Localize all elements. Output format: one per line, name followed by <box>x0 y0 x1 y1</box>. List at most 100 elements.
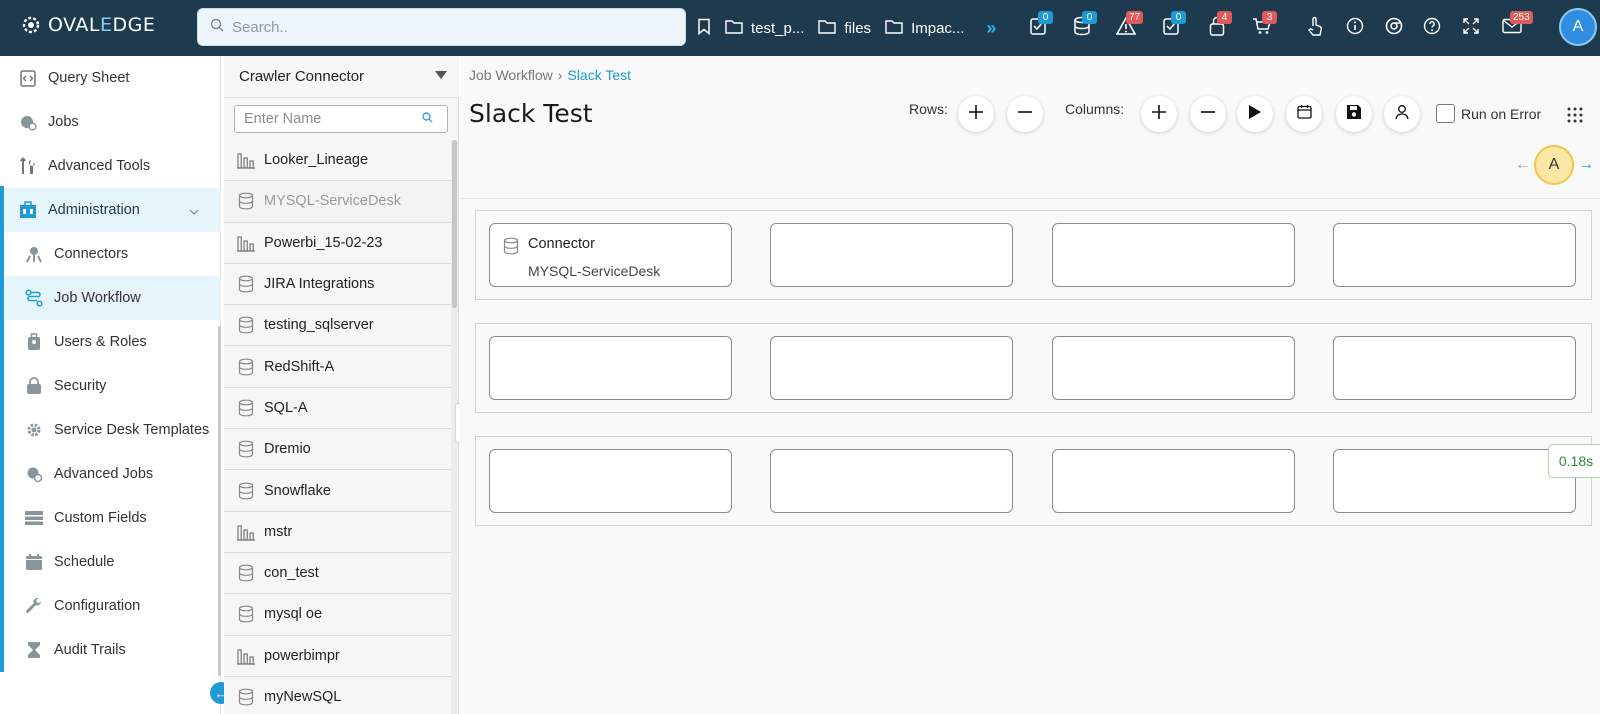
logo-icon <box>20 14 42 36</box>
workflow-cell[interactable]: Connector MYSQL-ServiceDesk <box>489 223 732 287</box>
database-icon <box>236 315 256 335</box>
connector-list-item[interactable]: Dremio <box>224 429 452 471</box>
calendar-icon <box>24 552 44 572</box>
scrollbar-thumb[interactable] <box>452 140 457 308</box>
sidebar-item-security[interactable]: Security <box>0 364 221 408</box>
minus-icon <box>1017 104 1033 125</box>
connector-list-item[interactable]: mstr <box>224 511 452 553</box>
remove-row-button[interactable] <box>1007 96 1043 132</box>
folder-icon <box>885 19 903 38</box>
workflow-cell[interactable] <box>770 336 1013 400</box>
global-search[interactable] <box>197 8 686 46</box>
workflow-cell[interactable] <box>1052 223 1295 287</box>
more-shortcuts-button[interactable]: » <box>986 17 996 38</box>
run-on-error-checkbox[interactable] <box>1436 104 1455 123</box>
sidebar-item-connectors[interactable]: Connectors <box>0 232 221 276</box>
workflow-cell[interactable] <box>770 223 1013 287</box>
jobs-icon <box>18 112 38 132</box>
connector-list-item[interactable]: mysql oe <box>224 594 452 636</box>
breadcrumb-parent[interactable]: Job Workflow <box>469 67 553 83</box>
workflow-cell[interactable] <box>1333 449 1576 513</box>
bookmark-icon[interactable] <box>697 18 711 39</box>
workflow-cell[interactable] <box>1333 336 1576 400</box>
plus-icon <box>968 104 984 125</box>
workflow-cell[interactable] <box>1052 336 1295 400</box>
shortcut-test-p[interactable]: test_p... <box>725 19 804 38</box>
fullscreen-button[interactable] <box>1459 16 1483 40</box>
sidebar-item-administration[interactable]: Administration <box>0 188 221 232</box>
add-row-button[interactable] <box>958 96 994 132</box>
breadcrumb-current: Slack Test <box>567 67 631 83</box>
workflow-cell[interactable] <box>1333 223 1576 287</box>
workflow-cell[interactable] <box>770 449 1013 513</box>
connector-list-item[interactable]: RedShift-A <box>224 346 452 388</box>
connector-list-item[interactable]: testing_sqlserver <box>224 305 452 347</box>
run-button[interactable] <box>1237 96 1273 132</box>
connector-list-item[interactable]: JIRA Integrations <box>224 263 452 306</box>
shortcut-label: test_p... <box>751 19 805 37</box>
cart-button[interactable]: 3 <box>1250 11 1277 40</box>
user-icon <box>1394 104 1410 125</box>
connector-list-scrollbar[interactable] <box>451 140 458 714</box>
sidebar-item-job-workflow[interactable]: Job Workflow <box>0 276 221 320</box>
assigned-user-avatar[interactable]: A <box>1534 145 1574 185</box>
workflow-cell[interactable] <box>489 449 732 513</box>
run-on-error-toggle[interactable]: Run on Error <box>1436 104 1541 123</box>
prev-arrow-button[interactable]: ← <box>1515 156 1531 173</box>
object-type-select[interactable]: Crawler Connector <box>224 56 459 98</box>
workflow-cell[interactable] <box>1052 449 1295 513</box>
access-requests-button[interactable]: 4 <box>1205 11 1232 40</box>
save-button[interactable] <box>1336 96 1372 132</box>
schedule-button[interactable] <box>1286 96 1322 132</box>
logo-text: OVALEDGE <box>48 14 156 36</box>
connector-list-item[interactable]: SQL-A <box>224 387 452 430</box>
connector-list-item[interactable]: Snowflake <box>224 470 452 512</box>
shortcut-label: Impac... <box>911 19 965 37</box>
tasks-button[interactable]: 0 <box>1026 11 1053 40</box>
app-logo[interactable]: OVALEDGE <box>20 14 155 36</box>
databases-button[interactable]: 0 <box>1070 11 1097 40</box>
add-column-button[interactable] <box>1141 96 1177 132</box>
user-avatar[interactable]: A <box>1559 8 1597 46</box>
checklist-button[interactable]: 0 <box>1159 11 1186 40</box>
sidebar-item-jobs[interactable]: Jobs <box>0 100 221 144</box>
info-button[interactable] <box>1343 16 1367 40</box>
connector-list-item[interactable]: Looker_Lineage <box>224 140 452 182</box>
name-filter[interactable] <box>234 105 448 133</box>
sidebar-item-query-sheet[interactable]: Query Sheet <box>0 56 221 100</box>
shortcut-impac[interactable]: Impac... <box>885 19 964 38</box>
more-options-button[interactable] <box>1566 106 1584 129</box>
assign-user-button[interactable] <box>1384 96 1420 132</box>
sidebar-item-custom-fields[interactable]: Custom Fields <box>0 496 221 540</box>
connector-list-item[interactable]: myNewSQL <box>224 676 452 714</box>
workflow-cell[interactable] <box>489 336 732 400</box>
connector-list-item[interactable]: Powerbi_15-02-23 <box>224 222 452 264</box>
sidebar-item-schedule[interactable]: Schedule <box>0 540 221 584</box>
sidebar-item-service-desk-templates[interactable]: Service Desk Templates <box>0 408 221 452</box>
help-button[interactable] <box>1420 16 1444 40</box>
sidebar-item-advanced-tools[interactable]: Advanced Tools <box>0 144 221 188</box>
sidebar-item-users-roles[interactable]: Users & Roles <box>0 320 221 364</box>
sidebar-item-audit-trails[interactable]: Audit Trails <box>0 628 221 672</box>
search-input[interactable] <box>232 18 652 36</box>
browser-button[interactable] <box>1382 16 1406 40</box>
touch-button[interactable] <box>1303 16 1327 40</box>
connector-list-item[interactable]: powerbimpr <box>224 635 452 677</box>
name-filter-input[interactable] <box>244 111 422 127</box>
connector-list-item[interactable]: MYSQL-ServiceDesk <box>224 181 452 223</box>
remove-column-button[interactable] <box>1190 96 1226 132</box>
cart-badge: 3 <box>1262 11 1277 24</box>
sidebar-item-advanced-jobs[interactable]: Advanced Jobs <box>0 452 221 496</box>
breadcrumb-separator: › <box>557 67 563 83</box>
next-arrow-button[interactable]: → <box>1578 156 1594 173</box>
alerts-button[interactable]: 77 <box>1114 11 1144 40</box>
sidebar-item-configuration[interactable]: Configuration <box>0 584 221 628</box>
info-icon <box>1346 17 1364 40</box>
messages-button[interactable]: 253 <box>1500 11 1533 40</box>
connector-list-item[interactable]: con_test <box>224 552 452 595</box>
connector-name: MYSQL-ServiceDesk <box>264 193 401 210</box>
sidebar-scrollbar[interactable] <box>218 326 221 676</box>
shortcut-files[interactable]: files <box>818 19 871 38</box>
admin-icon <box>18 200 38 220</box>
connector-name: SQL-A <box>264 399 308 416</box>
